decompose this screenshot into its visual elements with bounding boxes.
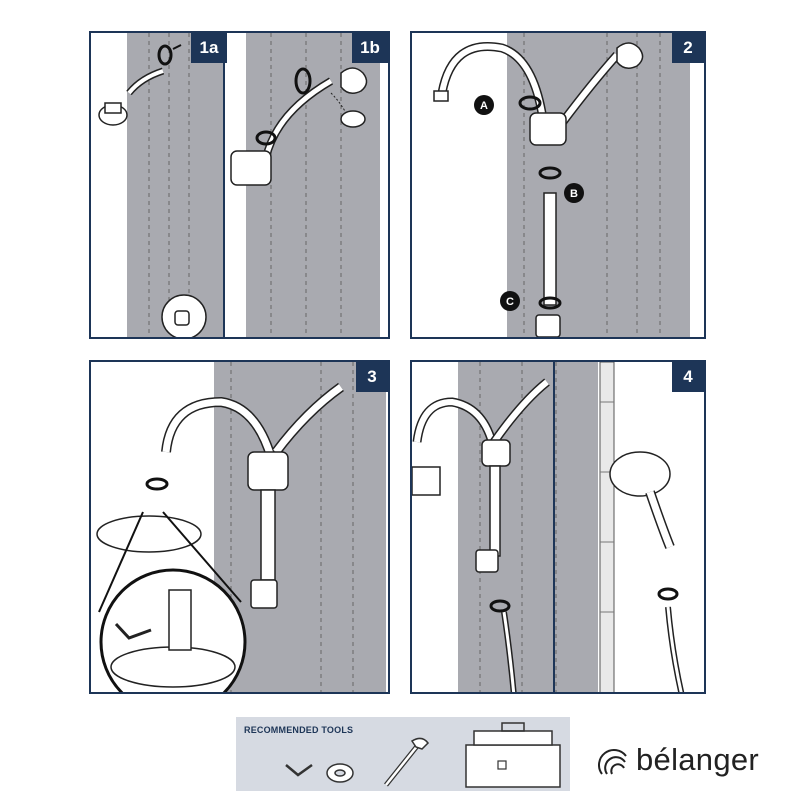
shower-valve-trim-icon	[161, 294, 207, 337]
step-3-illustration	[96, 362, 386, 692]
callout-b-label: B	[570, 188, 578, 200]
tools-illustration	[285, 722, 561, 788]
panel-step-2: A B C 2	[410, 31, 706, 339]
belanger-logo-icon	[598, 749, 627, 775]
hex-key-detail-icon	[114, 622, 152, 640]
old-shower-head-icon	[98, 44, 182, 126]
brand-name: bélanger	[636, 742, 760, 777]
callout-a-label: A	[480, 100, 488, 112]
adjustable-wrench-icon	[384, 737, 429, 787]
diverter-install-icon	[230, 67, 368, 186]
recommended-tools-title: RECOMMENDED TOOLS	[244, 725, 354, 735]
callout-b-marker	[564, 183, 584, 203]
callout-c-marker	[500, 291, 520, 311]
brand-logo: bélanger	[598, 740, 759, 780]
step-2-badge: 2	[672, 33, 704, 63]
panel-step-1: 1a 1b	[89, 31, 390, 339]
panel-step-3: 3	[89, 360, 390, 694]
callout-a-marker	[474, 95, 494, 115]
toolbox-icon	[465, 722, 561, 788]
step-1a-badge: 1a	[191, 33, 227, 63]
step-4-badge: 4	[672, 362, 704, 392]
step-4-illustration	[412, 362, 685, 692]
hand-shower-icon	[609, 451, 685, 692]
step-3-badge: 3	[356, 362, 388, 392]
recommended-tools-box: RECOMMENDED TOOLS	[236, 717, 570, 791]
hex-key-icon	[285, 763, 313, 777]
panel-step-4: 4	[410, 360, 706, 694]
step-1b-badge: 1b	[352, 33, 388, 63]
callout-c-label: C	[506, 296, 514, 308]
step-1-illustration	[98, 33, 380, 337]
step-2-illustration: A B C	[433, 33, 690, 337]
thread-tape-icon	[326, 763, 354, 783]
